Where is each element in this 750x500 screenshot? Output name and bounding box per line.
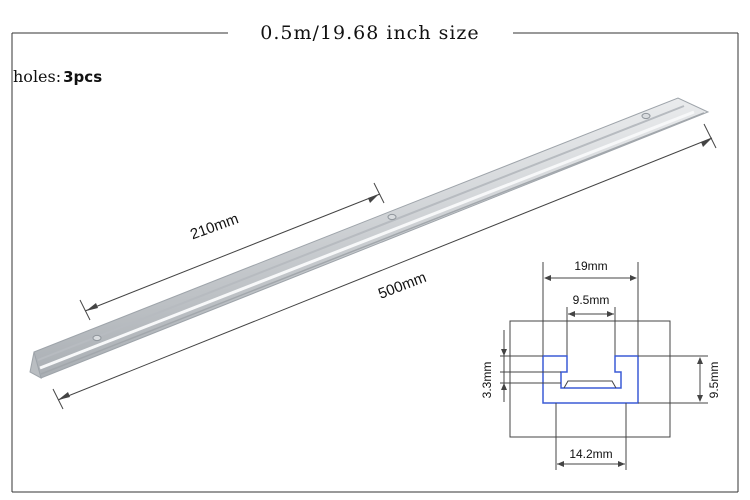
profile-lip-depth-label: 3.3mm [480, 362, 494, 399]
profile-height-label: 9.5mm [707, 362, 721, 399]
holes-count: 3pcs [63, 68, 102, 86]
t-slot-outline [542, 355, 639, 404]
mounting-hole [641, 112, 651, 120]
profile-top-width-label: 19mm [574, 259, 607, 273]
holes-label: holes: [13, 67, 61, 86]
profile-slot-width-label: 9.5mm [573, 293, 610, 307]
holes-caption: holes:3pcs [13, 67, 102, 86]
total-length-label: 500mm [376, 269, 429, 303]
segment-dimension-line [79, 182, 385, 321]
outer-frame [11, 32, 739, 493]
mounting-hole [387, 213, 397, 221]
segment-dimension-label: 210mm [188, 210, 241, 243]
profile-bottom-width-label: 14.2mm [569, 447, 612, 461]
page-title: 0.5m/19.68 inch size [260, 22, 479, 44]
mounting-hole [92, 334, 102, 342]
t-track-rail [29, 97, 710, 379]
total-length-dimension-line [52, 123, 717, 410]
profile-box [509, 320, 671, 438]
profile-cross-section [500, 262, 708, 470]
